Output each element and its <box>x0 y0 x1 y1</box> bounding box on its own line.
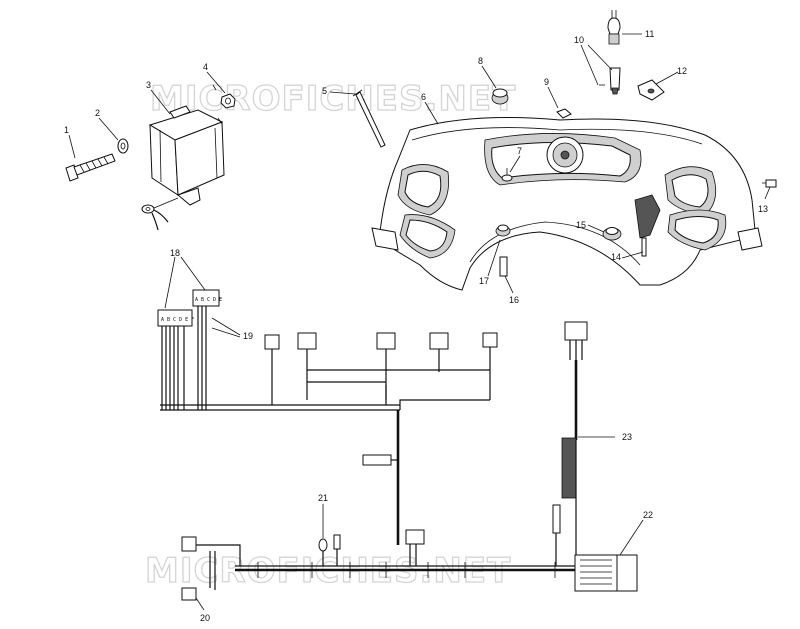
washer <box>117 138 129 154</box>
leader-lines <box>68 33 771 611</box>
callout-22: 22 <box>643 510 653 520</box>
callout-12: 12 <box>677 66 687 76</box>
callout-10: 10 <box>574 35 584 45</box>
screw-13 <box>762 179 777 188</box>
watermark-top: MICROFICHES.NET <box>150 79 516 119</box>
callout-17: 17 <box>479 276 489 286</box>
callout-2: 2 <box>95 108 100 118</box>
bolt <box>65 153 116 182</box>
callout-15: 15 <box>576 220 586 230</box>
grommet <box>491 88 509 105</box>
socket-17 <box>495 224 511 237</box>
callout-9: 9 <box>544 77 549 87</box>
callout-13: 13 <box>758 204 768 214</box>
bracket-12 <box>637 79 665 101</box>
callout-18: 18 <box>170 248 180 258</box>
callout-20: 20 <box>200 613 210 623</box>
callout-5: 5 <box>322 86 327 96</box>
bulb-16 <box>499 256 508 277</box>
clip-9 <box>556 108 572 119</box>
callout-4: 4 <box>203 62 208 72</box>
nut <box>212 84 236 125</box>
wiring-harness: A B C D E F A B C D E <box>157 289 638 601</box>
lamp-bulb <box>607 10 621 45</box>
callout-numbers: 1 2 3 4 5 6 7 8 9 10 11 12 13 14 15 16 1… <box>64 29 768 623</box>
callout-19: 19 <box>243 331 253 341</box>
callout-11: 11 <box>645 29 654 39</box>
grommet-15 <box>602 227 622 241</box>
control-module <box>148 105 225 206</box>
cable-tie <box>352 89 386 148</box>
fastener-7 <box>501 168 513 182</box>
callout-21: 21 <box>318 493 328 503</box>
callout-16: 16 <box>509 295 519 305</box>
callout-6: 6 <box>421 92 426 102</box>
key-switch <box>599 67 621 95</box>
ground-terminal <box>141 197 179 231</box>
callout-8: 8 <box>478 56 483 66</box>
connector-pins-left: A B C D E F <box>161 317 194 323</box>
dash-panel <box>371 117 763 291</box>
rivet-14 <box>641 237 647 257</box>
harness-connectors <box>264 332 498 410</box>
callout-1: 1 <box>64 125 69 135</box>
callout-3: 3 <box>146 80 151 90</box>
connector-pins-top: A B C D E <box>195 297 222 303</box>
callout-7: 7 <box>517 146 522 156</box>
callout-14: 14 <box>611 252 621 262</box>
callout-23: 23 <box>622 432 632 442</box>
